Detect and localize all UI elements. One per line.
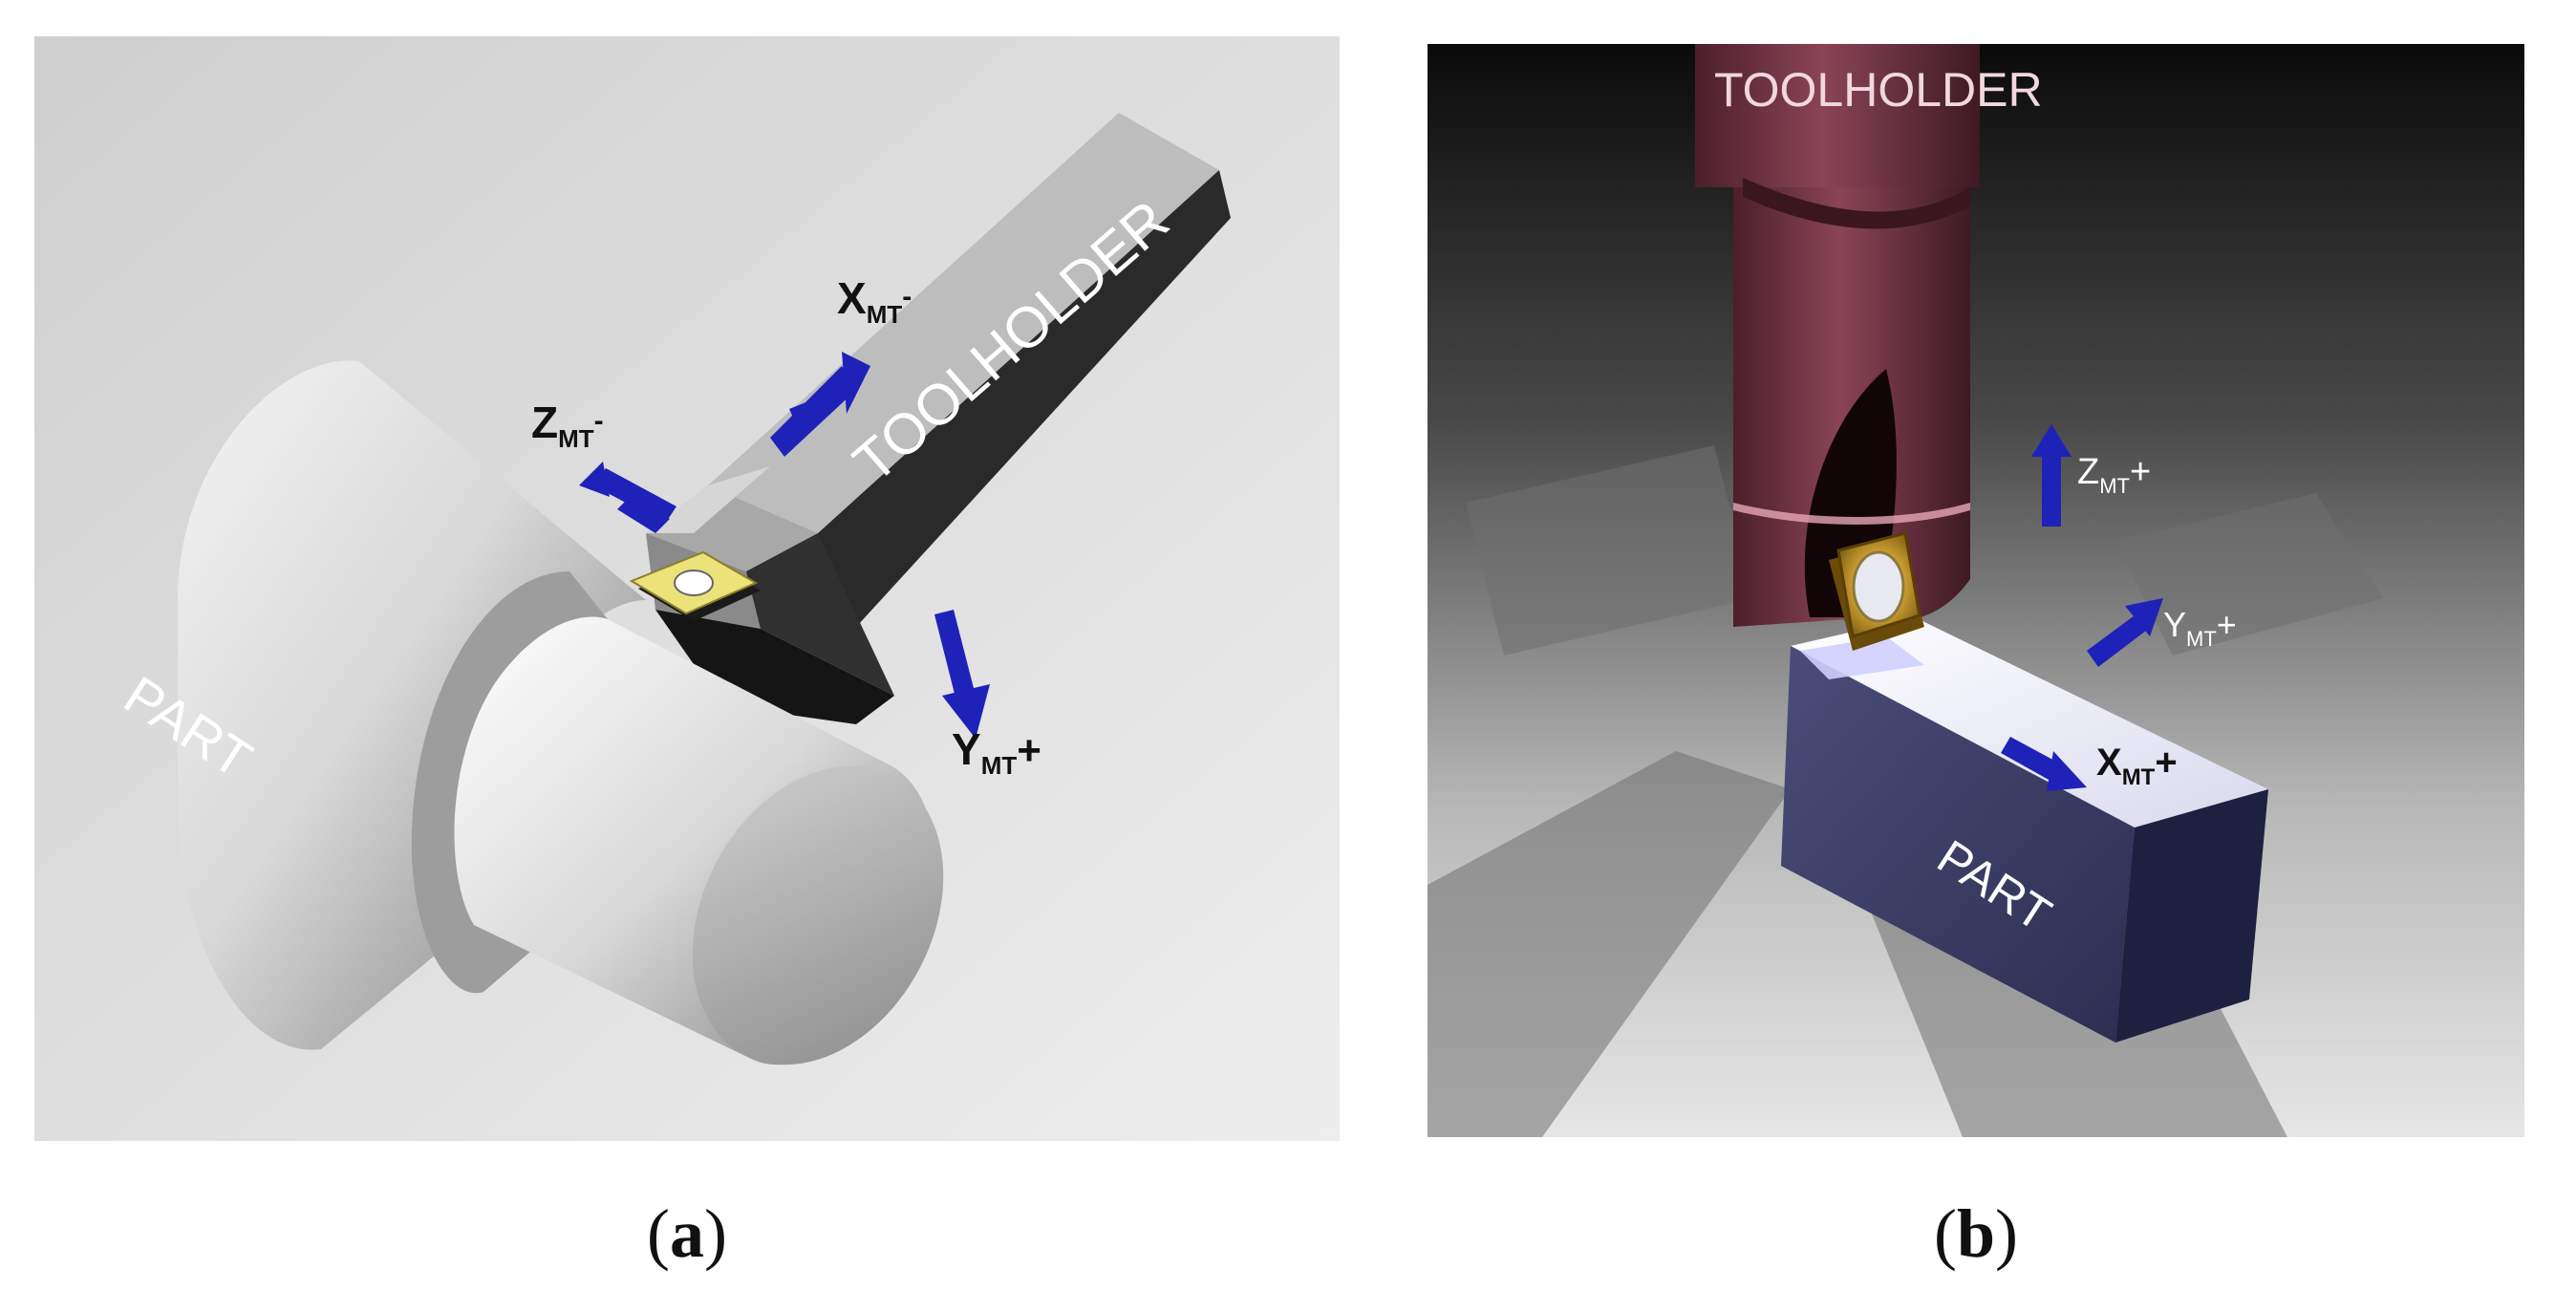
z-axis-arrow-b: [2031, 424, 2072, 527]
x-axis-arrow-a: [770, 352, 870, 457]
turning-scene: TOOLHOLDER PART XMT-: [34, 36, 1340, 1141]
z-axis-label-a: ZMT-: [531, 398, 604, 453]
cutting-insert-b: [1829, 531, 1924, 651]
y-axis-label-b: YMT+: [2163, 605, 2237, 651]
toolholder-a: [646, 113, 1231, 724]
panel-a-turning-illustration: TOOLHOLDER PART XMT-: [34, 36, 1340, 1141]
z-axis-label-b: ZMT+: [2077, 452, 2151, 498]
panel-b-milling-illustration: TOOLHOLDER PART ZMT+ YMT+: [1428, 44, 2524, 1137]
caption-b: (b): [1933, 1195, 2018, 1272]
toolholder-b: [1695, 44, 1980, 627]
z-axis-arrow-a: [579, 462, 676, 533]
milling-scene: TOOLHOLDER PART ZMT+ YMT+: [1428, 44, 2524, 1137]
toolholder-label-b: TOOLHOLDER: [1714, 63, 2043, 117]
caption-a: (a): [647, 1195, 727, 1272]
y-axis-label-a: YMT+: [952, 724, 1041, 780]
y-axis-arrow-b: [2087, 598, 2163, 667]
y-axis-arrow-a: [934, 610, 990, 739]
x-axis-arrow-b: [2001, 737, 2087, 791]
x-axis-label-a: XMT-: [837, 273, 912, 329]
x-axis-label-b: XMT+: [2096, 742, 2178, 790]
cutting-insert-a: [629, 550, 761, 621]
part-block-b: [1781, 617, 2268, 1043]
part-cylinder-a: [178, 360, 944, 1065]
